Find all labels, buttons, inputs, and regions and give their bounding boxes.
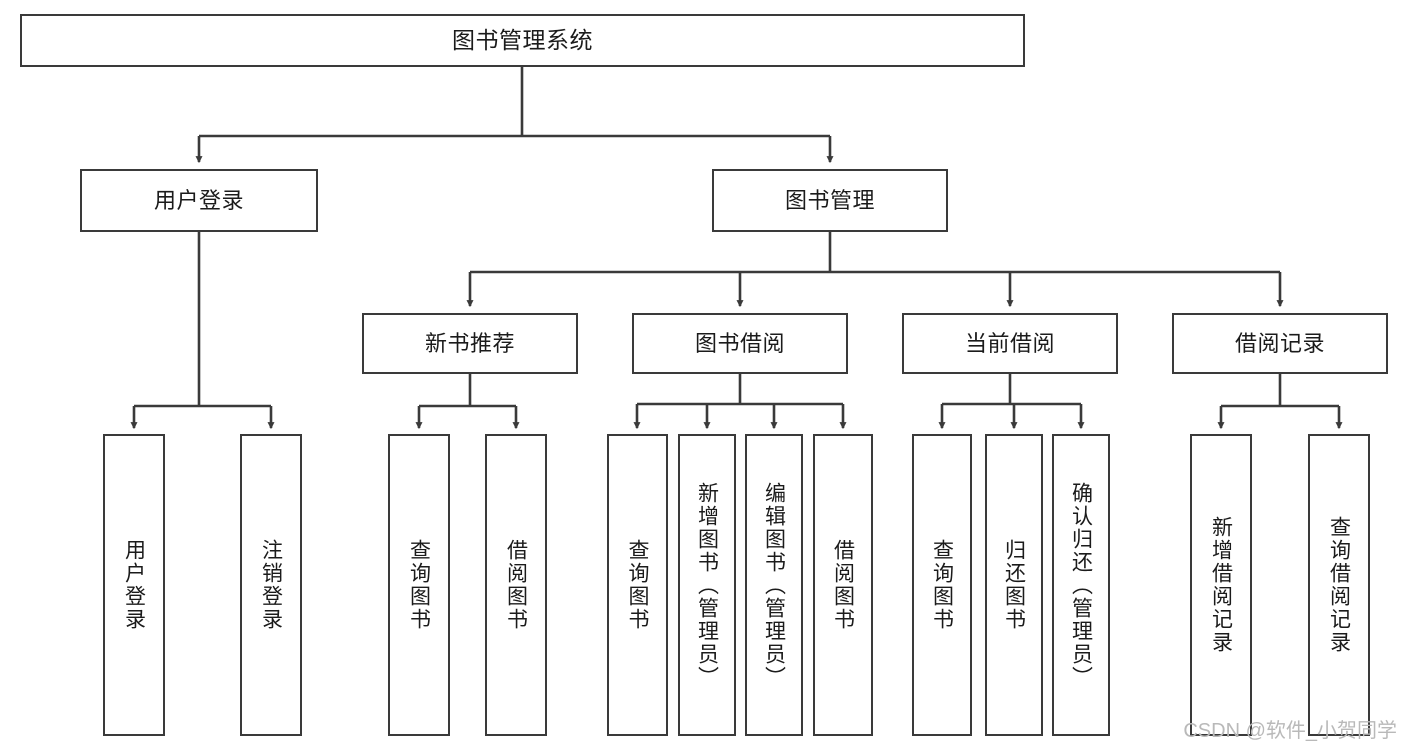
leaf-borrow-book[interactable]: 借阅图书 (813, 434, 873, 736)
leaf-query-book-borrow[interactable]: 查询图书 (607, 434, 668, 736)
node-label: 查询图书 (626, 539, 649, 631)
leaf-return-book[interactable]: 归还图书 (985, 434, 1043, 736)
leaf-query-book-current[interactable]: 查询图书 (912, 434, 972, 736)
leaf-logout-login[interactable]: 注销登录 (240, 434, 302, 736)
node-label: 用户登录 (122, 539, 146, 631)
node-label: 新增借阅记录 (1209, 516, 1233, 654)
node-label: 借阅图书 (504, 539, 528, 631)
node-label: 用户登录 (153, 187, 244, 213)
node-borrow-record[interactable]: 借阅记录 (1172, 313, 1388, 374)
node-label: 当前借阅 (964, 330, 1055, 356)
node-label: 确认归还（管理员） (1069, 481, 1093, 689)
node-label: 图书借阅 (694, 330, 785, 356)
leaf-query-book-recommend[interactable]: 查询图书 (388, 434, 450, 736)
leaf-add-book-admin[interactable]: 新增图书（管理员） (678, 434, 736, 736)
node-book-management[interactable]: 图书管理 (712, 169, 948, 232)
leaf-query-borrow-record[interactable]: 查询借阅记录 (1308, 434, 1370, 736)
leaf-borrow-book-recommend[interactable]: 借阅图书 (485, 434, 547, 736)
node-current-borrow[interactable]: 当前借阅 (902, 313, 1118, 374)
node-label: 图书管理系统 (452, 26, 593, 53)
leaf-user-login[interactable]: 用户登录 (103, 434, 165, 736)
node-label: 编辑图书（管理员） (762, 481, 786, 689)
node-new-book-recommend[interactable]: 新书推荐 (362, 313, 578, 374)
leaf-edit-book-admin[interactable]: 编辑图书（管理员） (745, 434, 803, 736)
node-label: 新增图书（管理员） (695, 481, 719, 689)
node-label: 借阅图书 (831, 539, 855, 631)
node-label: 新书推荐 (424, 330, 515, 356)
leaf-add-borrow-record[interactable]: 新增借阅记录 (1190, 434, 1252, 736)
node-root-system[interactable]: 图书管理系统 (20, 14, 1025, 67)
node-label: 查询图书 (407, 539, 431, 631)
node-label: 查询图书 (930, 539, 954, 631)
node-label: 借阅记录 (1234, 330, 1325, 356)
node-label: 归还图书 (1002, 539, 1026, 631)
watermark-text: CSDN @软件_小贺同学 (1183, 720, 1397, 742)
node-label: 查询借阅记录 (1327, 516, 1351, 654)
node-user-login[interactable]: 用户登录 (80, 169, 318, 232)
node-label: 注销登录 (259, 539, 283, 631)
leaf-confirm-return-admin[interactable]: 确认归还（管理员） (1052, 434, 1110, 736)
node-book-borrow[interactable]: 图书借阅 (632, 313, 848, 374)
node-label: 图书管理 (784, 187, 875, 213)
